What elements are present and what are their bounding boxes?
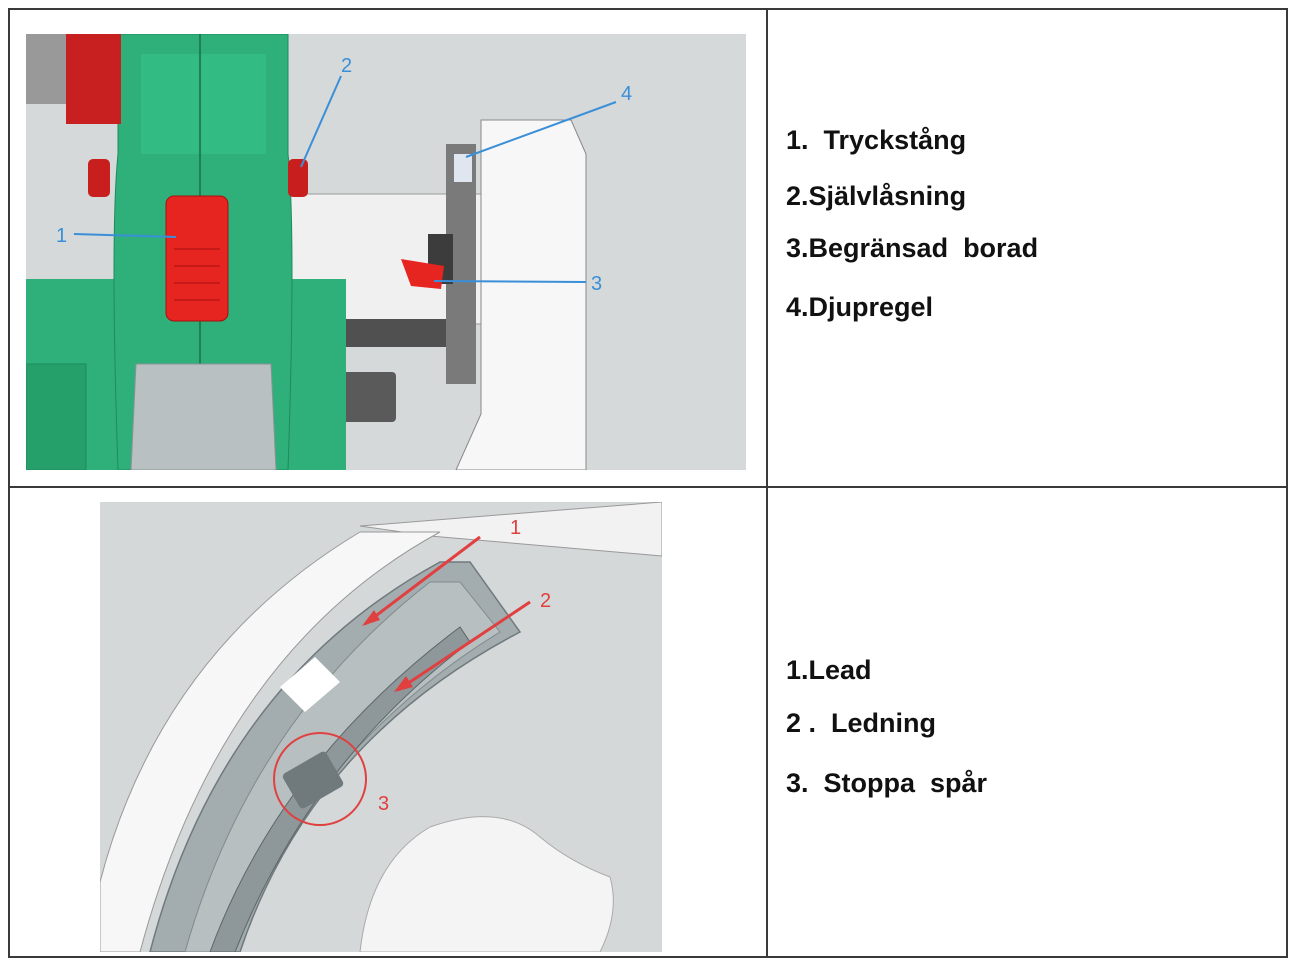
row-divider <box>8 486 1288 488</box>
figure-curved-track: 1 2 3 <box>100 502 662 952</box>
callout-2: 2 <box>540 590 551 612</box>
legend-item-2: 2 . Ledning <box>786 708 937 738</box>
legend-item-4: 4.Djupregel <box>786 292 934 322</box>
callout-3: 3 <box>591 273 602 295</box>
legend-item-1: 1.Lead <box>786 655 872 685</box>
table-frame <box>8 8 1288 958</box>
callout-2: 2 <box>341 55 352 77</box>
legend-item-3: 3.Begränsad borad <box>786 233 1039 263</box>
callout-1: 1 <box>56 225 67 247</box>
legend-item-1: 1. Tryckstång <box>786 125 967 155</box>
legend-item-3: 3. Stoppa spår <box>786 768 988 798</box>
callout-4: 4 <box>621 83 632 105</box>
legend-item-2: 2.Självlåsning <box>786 181 967 211</box>
callout-3: 3 <box>378 793 389 815</box>
column-divider <box>766 8 768 958</box>
figure-saw-head: 1 2 3 4 <box>26 34 746 470</box>
callout-1: 1 <box>510 517 521 539</box>
